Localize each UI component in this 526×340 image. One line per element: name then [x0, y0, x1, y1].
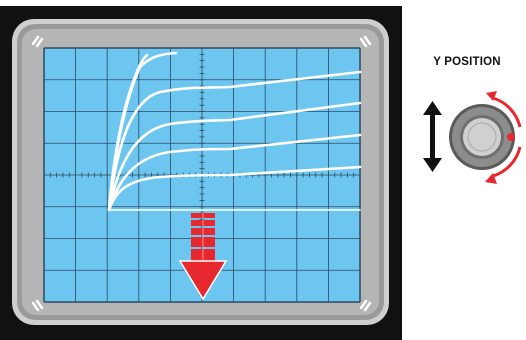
- corner-marks: [31, 35, 372, 312]
- knob-indicator-dot: [507, 133, 515, 141]
- y-position-knob[interactable]: [449, 104, 515, 170]
- trace-curve: [107, 133, 362, 212]
- trace-curve: [107, 51, 178, 212]
- trace-curves: [107, 51, 362, 212]
- y-position-label: Y POSITION: [433, 56, 501, 68]
- trace-curve: [107, 70, 362, 212]
- up-down-arrow-icon: [423, 101, 442, 172]
- trace-curve: [107, 101, 362, 212]
- rotate-icon: [485, 91, 522, 184]
- trace-curve: [107, 165, 362, 212]
- arrow-down-icon: [178, 213, 228, 301]
